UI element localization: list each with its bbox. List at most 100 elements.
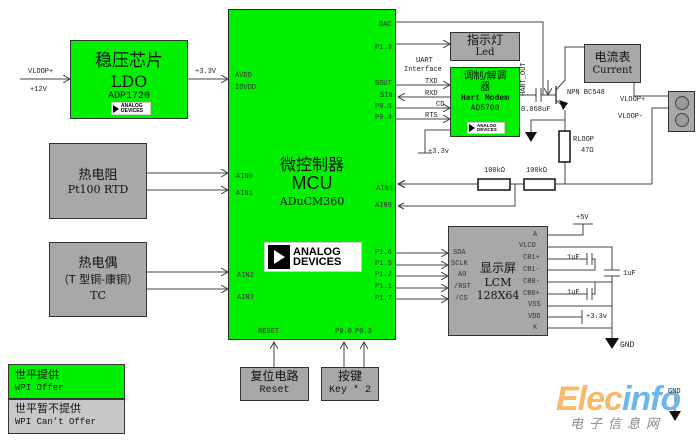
legend-provided: 世平提供 WPI Offer [8, 364, 125, 399]
reset-circuit-block: 复位电路 Reset [240, 367, 309, 401]
lcm-5v-label: +5V [576, 214, 589, 222]
ldo-title-en: LDO [110, 72, 148, 91]
keys-block: 按键 Key * 2 [321, 367, 379, 401]
mcu-pin-ain9: AIN9 [375, 202, 392, 210]
lcm-pin-sda: SDA [453, 249, 466, 257]
led-title-en: Led [475, 47, 495, 58]
vloop-in-label: VLOOP+ [28, 68, 54, 76]
signal-txd: TXD [425, 78, 438, 86]
lcm-33v-label: +3.3v [586, 313, 608, 321]
watermark-zh: 电子信息网 [570, 417, 666, 432]
hart-title-zh-1: 调制/解调 [463, 71, 507, 82]
legend-not-provided: 世平暂不提供 WPI Can’t Offer [8, 399, 125, 434]
reset-title-en: Reset [259, 385, 290, 396]
mcu-pin-p0-4: P0.4 [375, 114, 392, 122]
reset-title-zh: 复位电路 [250, 369, 299, 383]
mcu-pin-ain0: AIN0 [236, 173, 253, 181]
resistor-100k-2 [523, 178, 556, 191]
signal-cd: CD [436, 101, 445, 109]
ground-symbol-lcm [605, 338, 619, 349]
legend-not-provided-en: WPI Can’t Offer [15, 417, 97, 427]
resistor-100k-1 [477, 178, 511, 191]
hart-supply-label: +3.3v [428, 148, 450, 156]
vloop-in-value: +12V [30, 86, 47, 94]
led-title-zh: 指示灯 [466, 33, 503, 47]
lcm-title-en: LCM [484, 276, 512, 289]
mcu-pin-p1-5: P1.5 [375, 260, 392, 268]
mcu-pin-sin: SIN [380, 92, 393, 100]
mcu-pin-p1-1: P1.1 [375, 283, 392, 291]
mcu-pin-p1-7: P1.7 [375, 295, 392, 303]
lcm-cap1-label: 1uF [567, 254, 580, 262]
elecinfo-watermark: Elecinfo 电子信息网 [556, 380, 681, 432]
mcu-pin-ain3: AIN3 [237, 294, 254, 302]
rloop-value: 47Ω [581, 147, 594, 155]
lcm-display-block: 显示屏 LCM 128X64 [448, 226, 548, 336]
meter-title-zh: 电流表 [594, 50, 631, 64]
mcu-pin-p1-3: P1.3 [375, 44, 392, 52]
extra-gnd-label: GND [668, 388, 681, 396]
lcm-pin-cb0p: CB0+ [523, 290, 540, 298]
lcm-gnd-label: GND [620, 341, 635, 350]
mcu-pin-iovdd: IOVDD [235, 84, 257, 92]
signal-rxd: RXD [425, 90, 438, 98]
terminal-minus-label: VLOOP- [618, 113, 644, 121]
lcm-pin-vdd: VDD [528, 313, 541, 321]
terminal-screw-minus-icon [675, 113, 689, 127]
adi-triangle-icon [113, 104, 119, 113]
thermocouple-block: 热电偶 （T 型铜-康铜） TC [49, 242, 147, 317]
lcm-pin-a0: A0 [458, 271, 467, 279]
terminal-plus-label: VLOOP+ [620, 96, 646, 104]
hart-out-label: HART_OUT [520, 62, 528, 96]
rtd-block: 热电阻 Pt100 RTD [49, 143, 147, 219]
resistor-rloop [558, 130, 571, 163]
tc-title-en: TC [90, 289, 106, 302]
mcu-part: ADuCM360 [279, 195, 345, 208]
npn-emitter-arrow [559, 100, 568, 110]
keys-title-en: Key * 2 [328, 385, 371, 396]
rloop-name: RLOOP [573, 136, 595, 144]
uart-label-1: UART [416, 57, 433, 65]
ldo-title-zh: 稳压芯片 [95, 51, 163, 71]
meter-title-en: Current [592, 65, 633, 76]
lcm-pin-a: A [533, 231, 538, 239]
tc-title-zh: 热电偶 [78, 256, 118, 271]
mcu-pin-dac: DAC [379, 21, 392, 29]
hart-title-en: Hart Modem [460, 94, 509, 103]
lcm-pin-sclk: SCLK [451, 260, 468, 268]
rtd-title-en: Pt100 RTD [67, 183, 129, 196]
watermark-en-1: Elec [556, 380, 623, 418]
lcm-pin-cb1p: CB1+ [523, 254, 540, 262]
lcm-pin-cb0m: CB0- [523, 278, 540, 286]
mcu-pin-p0-5: P0.5 [375, 103, 392, 111]
mcu-pin-p0-3: P0.3 [355, 328, 372, 336]
lcm-pin-cs: /CS [455, 295, 468, 303]
mcu-pin-avdd: AVDD [235, 72, 252, 80]
mcu-title-en: MCU [291, 173, 333, 193]
mcu-pin-p1-2: P1.2 [375, 271, 392, 279]
npn-label: NPN BC548 [567, 89, 605, 97]
lcm-pin-k: K [533, 324, 538, 332]
rtd-title-zh: 热电阻 [78, 168, 118, 183]
led-block: 指示灯 Led [450, 32, 520, 61]
lcm-pin-rst: /RST [454, 283, 471, 291]
legend-provided-en: WPI Offer [15, 383, 64, 393]
adi-triangle-icon [273, 250, 285, 264]
current-meter-block: 电流表 Current [584, 44, 641, 83]
lcm-resolution: 128X64 [476, 289, 520, 302]
tc-subtitle-zh: （T 型铜-康铜） [57, 273, 139, 286]
adi-logo-mark [268, 245, 290, 269]
ldo-out-label: +3.3V [195, 68, 217, 76]
lcm-cap2-label: 1uF [567, 289, 580, 297]
legend-not-provided-zh: 世平暂不提供 [15, 402, 81, 415]
mcu-pin-ain2: AIN2 [237, 272, 254, 280]
watermark-en-2: info [621, 380, 681, 418]
lcm-pin-vss: VSS [528, 301, 541, 309]
mcu-title-zh: 微控制器 [279, 155, 344, 174]
adi-triangle-icon [469, 124, 475, 132]
loop-terminal[interactable] [668, 91, 695, 132]
